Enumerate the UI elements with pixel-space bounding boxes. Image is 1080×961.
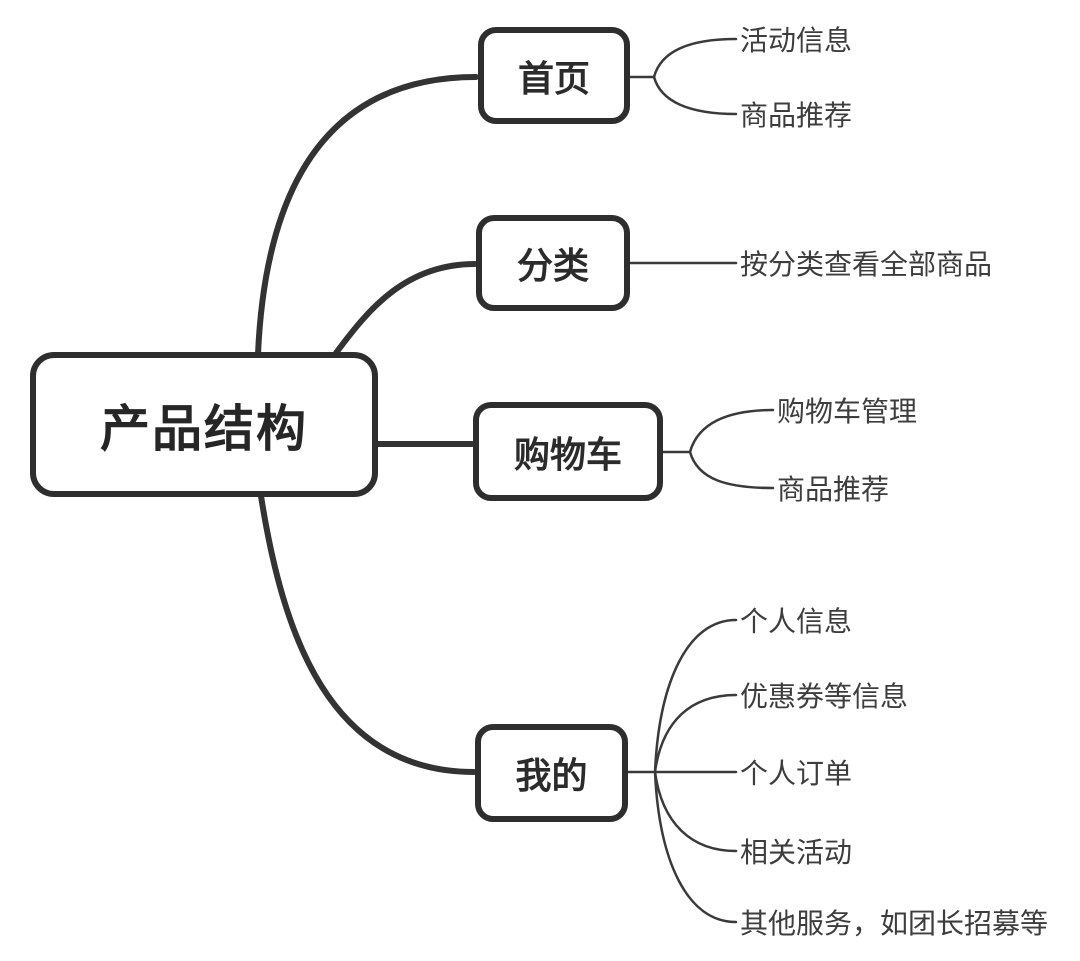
leaf-node-activity-info[interactable]: 活动信息 xyxy=(740,25,853,56)
leaf-node-personal-orders[interactable]: 个人订单 xyxy=(740,758,853,789)
root-branch-edges xyxy=(255,74,479,775)
branch-node-category-label: 分类 xyxy=(516,245,589,286)
branch-node-mine[interactable]: 我的 xyxy=(475,724,628,822)
leaf-node-coupon-info[interactable]: 优惠券等信息 xyxy=(740,681,909,712)
leaf-node-goods-recommendation-home[interactable]: 商品推荐 xyxy=(740,100,853,131)
edge-cart-manage xyxy=(688,408,775,454)
edge-mine-related xyxy=(653,770,738,853)
branch-leaf-edges xyxy=(626,37,775,924)
branch-node-mine-label: 我的 xyxy=(515,755,588,796)
edge-root-mine xyxy=(258,493,477,775)
edge-mine-coupon xyxy=(653,693,738,774)
root-node-product-structure[interactable]: 产品结构 xyxy=(30,352,378,497)
branch-node-cart-label: 购物车 xyxy=(513,433,622,475)
edge-mine-other xyxy=(653,770,738,924)
edge-root-category xyxy=(333,261,478,356)
leaf-node-view-all-by-category[interactable]: 按分类查看全部商品 xyxy=(740,249,993,280)
branch-node-cart[interactable]: 购物车 xyxy=(473,402,663,501)
branch-node-home-label: 首页 xyxy=(517,57,590,99)
leaf-node-goods-recommendation-cart[interactable]: 商品推荐 xyxy=(777,474,890,505)
branch-node-category[interactable]: 分类 xyxy=(476,215,630,311)
edge-home-goodsrec xyxy=(652,75,738,116)
leaf-node-other-services[interactable]: 其他服务，如团长招募等 xyxy=(740,908,1049,939)
leaf-node-personal-info[interactable]: 个人信息 xyxy=(740,606,853,637)
edge-cart-goodsrec xyxy=(688,450,775,490)
root-node-label: 产品结构 xyxy=(100,400,308,457)
edge-home-activity xyxy=(652,37,738,79)
edge-mine-personal-info xyxy=(653,618,738,774)
edge-root-home xyxy=(255,74,479,357)
leaf-node-related-activities[interactable]: 相关活动 xyxy=(740,837,853,868)
leaf-node-cart-management[interactable]: 购物车管理 xyxy=(777,396,918,427)
branch-node-home[interactable]: 首页 xyxy=(478,27,630,124)
